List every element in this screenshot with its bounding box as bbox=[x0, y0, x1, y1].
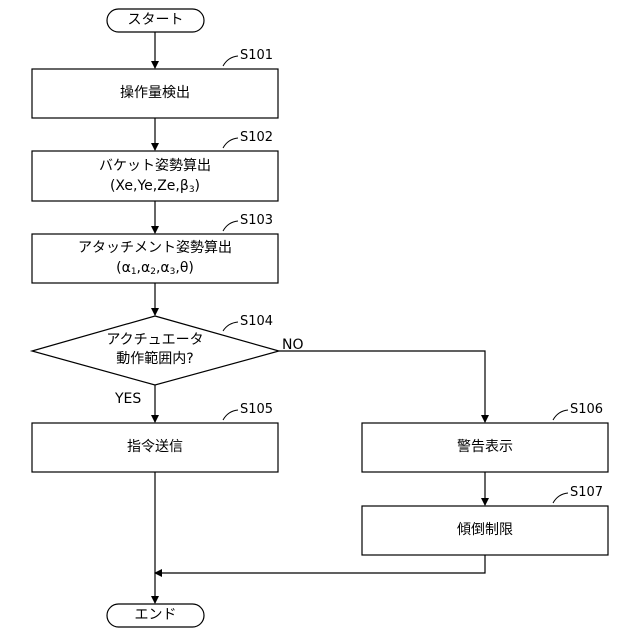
s104-step-label: S104 bbox=[240, 313, 273, 331]
s102-leader bbox=[223, 138, 238, 148]
s105-leader bbox=[223, 410, 238, 420]
start-label: スタート bbox=[107, 11, 204, 29]
s102-line2-post: ) bbox=[195, 178, 200, 194]
s104-line1: アクチュエータ bbox=[32, 331, 278, 350]
s104-no-label: NO bbox=[282, 336, 304, 354]
arrow-s104-s106 bbox=[279, 351, 485, 422]
s103-a1: (α bbox=[116, 260, 131, 276]
s103-line2: (α1,α2,α3,θ) bbox=[32, 258, 278, 282]
s101-step-label: S101 bbox=[240, 47, 273, 65]
s102-step-label: S102 bbox=[240, 129, 273, 147]
s106-leader bbox=[553, 410, 568, 420]
s101-leader bbox=[223, 56, 238, 66]
s106-text: 警告表示 bbox=[362, 437, 608, 457]
s103-a2: ,α bbox=[137, 260, 151, 276]
s106-step-label: S106 bbox=[570, 401, 603, 419]
s103-leader bbox=[223, 221, 238, 231]
s102-line1: バケット姿勢算出 bbox=[32, 156, 278, 176]
s107-step-label: S107 bbox=[570, 484, 603, 502]
s102-line2-pre: (Xe,Ye,Ze,β bbox=[110, 178, 189, 194]
s102-text: バケット姿勢算出 (Xe,Ye,Ze,β3) bbox=[32, 156, 278, 200]
s103-end: ,θ) bbox=[175, 260, 193, 276]
s101-text: 操作量検出 bbox=[32, 83, 278, 103]
s104-line2: 動作範囲内? bbox=[32, 350, 278, 369]
arrow-s107-merge bbox=[155, 555, 485, 573]
s105-text: 指令送信 bbox=[32, 437, 278, 457]
s107-leader bbox=[553, 493, 568, 503]
s102-line2: (Xe,Ye,Ze,β3) bbox=[32, 176, 278, 200]
s103-a3: ,α bbox=[156, 260, 170, 276]
s104-text: アクチュエータ 動作範囲内? bbox=[32, 331, 278, 369]
s103-step-label: S103 bbox=[240, 212, 273, 230]
s104-leader bbox=[223, 322, 238, 331]
s104-yes-label: YES bbox=[115, 390, 141, 408]
s103-line1: アタッチメント姿勢算出 bbox=[32, 238, 278, 258]
s107-text: 傾倒制限 bbox=[362, 520, 608, 540]
end-label: エンド bbox=[107, 606, 204, 624]
s105-step-label: S105 bbox=[240, 401, 273, 419]
s103-text: アタッチメント姿勢算出 (α1,α2,α3,θ) bbox=[32, 238, 278, 282]
